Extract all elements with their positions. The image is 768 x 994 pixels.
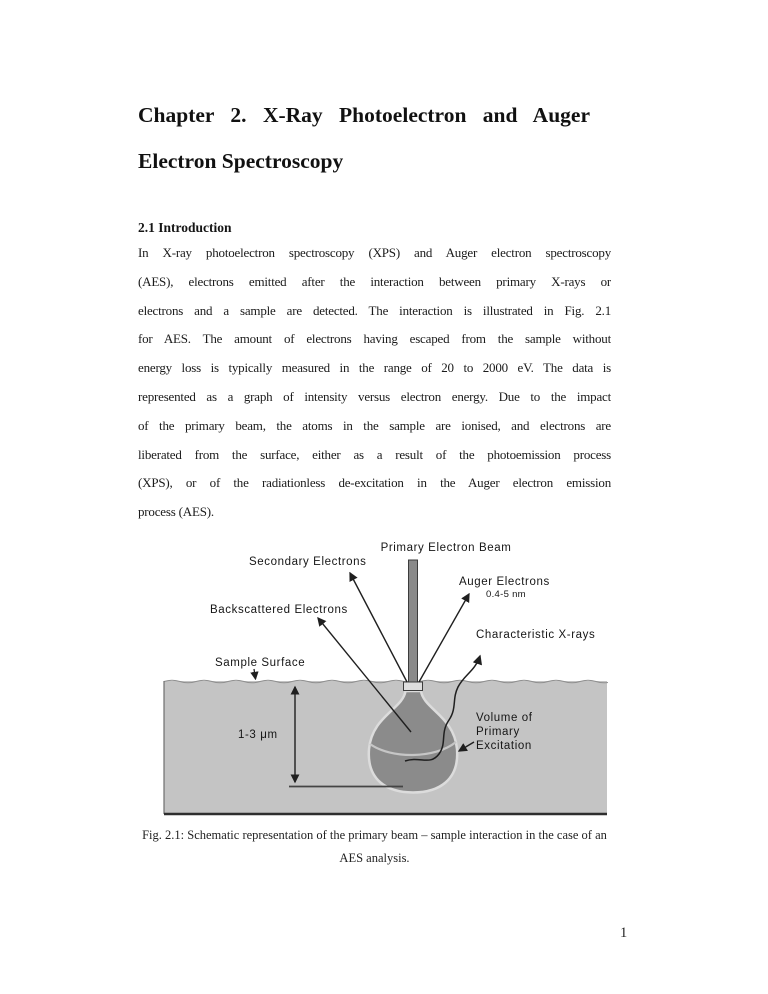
label-primary-electron-beam: Primary Electron Beam: [381, 542, 512, 554]
label-volume-line2: Primary: [476, 726, 520, 738]
label-secondary-electrons: Secondary Electrons: [249, 556, 367, 568]
excitation-volume: [367, 689, 459, 794]
section-heading: 2.1 Introduction: [138, 220, 232, 235]
chapter-title-line1: Chapter 2. X-Ray Photoelectron and Auger: [138, 103, 590, 128]
label-characteristic-xrays: Characteristic X-rays: [476, 629, 595, 641]
figure-caption-line2: AES analysis.: [339, 850, 410, 865]
label-backscattered-electrons: Backscattered Electrons: [210, 604, 348, 616]
paragraph-line: (AES), electrons emitted after the inter…: [138, 273, 611, 289]
electron-beam-column: [408, 559, 418, 684]
paragraph-line: for AES. The amount of electrons having …: [138, 331, 611, 347]
paragraph-line: energy loss is typically measured in the…: [138, 360, 611, 376]
beam-nozzle: [403, 681, 423, 691]
sample-surface-pointer-arrow: [250, 668, 259, 681]
sample-surface-line: [163, 679, 608, 684]
chapter-title-line2: Electron Spectroscopy: [138, 149, 344, 174]
paragraph-line: electrons and a sample are detected. The…: [138, 302, 611, 318]
label-depth-range: 1-3 μm: [238, 729, 278, 741]
backscattered-electrons-arrow: [317, 616, 412, 733]
page-number: 1: [620, 925, 628, 941]
figure-caption-line1: Fig. 2.1: Schematic representation of th…: [142, 828, 607, 842]
paragraph-line: (XPS), or of the radiationless de-excita…: [138, 475, 611, 491]
characteristic-xrays-wavy-arrow: [404, 654, 482, 762]
paragraph-line: In X-ray photoelectron spectroscopy (XPS…: [138, 245, 611, 260]
chapter-title: Chapter 2. X-Ray Photoelectron and Auger…: [138, 92, 590, 184]
volume-pointer-arrow: [457, 741, 475, 752]
label-volume-line3: Excitation: [476, 740, 532, 752]
label-volume-line1: Volume of: [476, 712, 533, 724]
paragraph-line: process (AES).: [138, 504, 214, 520]
figure-2-1-schematic: Primary Electron Beam Secondary Electron…: [163, 542, 608, 816]
paragraph-line: liberated from the surface, either as a …: [138, 446, 611, 462]
label-sample-surface: Sample Surface: [215, 657, 305, 669]
label-auger-depth: 0.4-5 nm: [486, 589, 526, 600]
intro-paragraph: In X-ray photoelectron spectroscopy (XPS…: [138, 239, 611, 527]
label-auger-electrons: Auger Electrons: [459, 576, 550, 588]
secondary-electrons-arrow: [349, 571, 408, 683]
figure-caption: Fig. 2.1: Schematic representation of th…: [138, 824, 611, 869]
paragraph-line: of the primary beam, the atoms in the sa…: [138, 417, 611, 433]
auger-electrons-arrow: [418, 592, 470, 683]
excitation-inner-arc: [369, 741, 457, 757]
paragraph-line: represented as a graph of intensity vers…: [138, 388, 611, 404]
